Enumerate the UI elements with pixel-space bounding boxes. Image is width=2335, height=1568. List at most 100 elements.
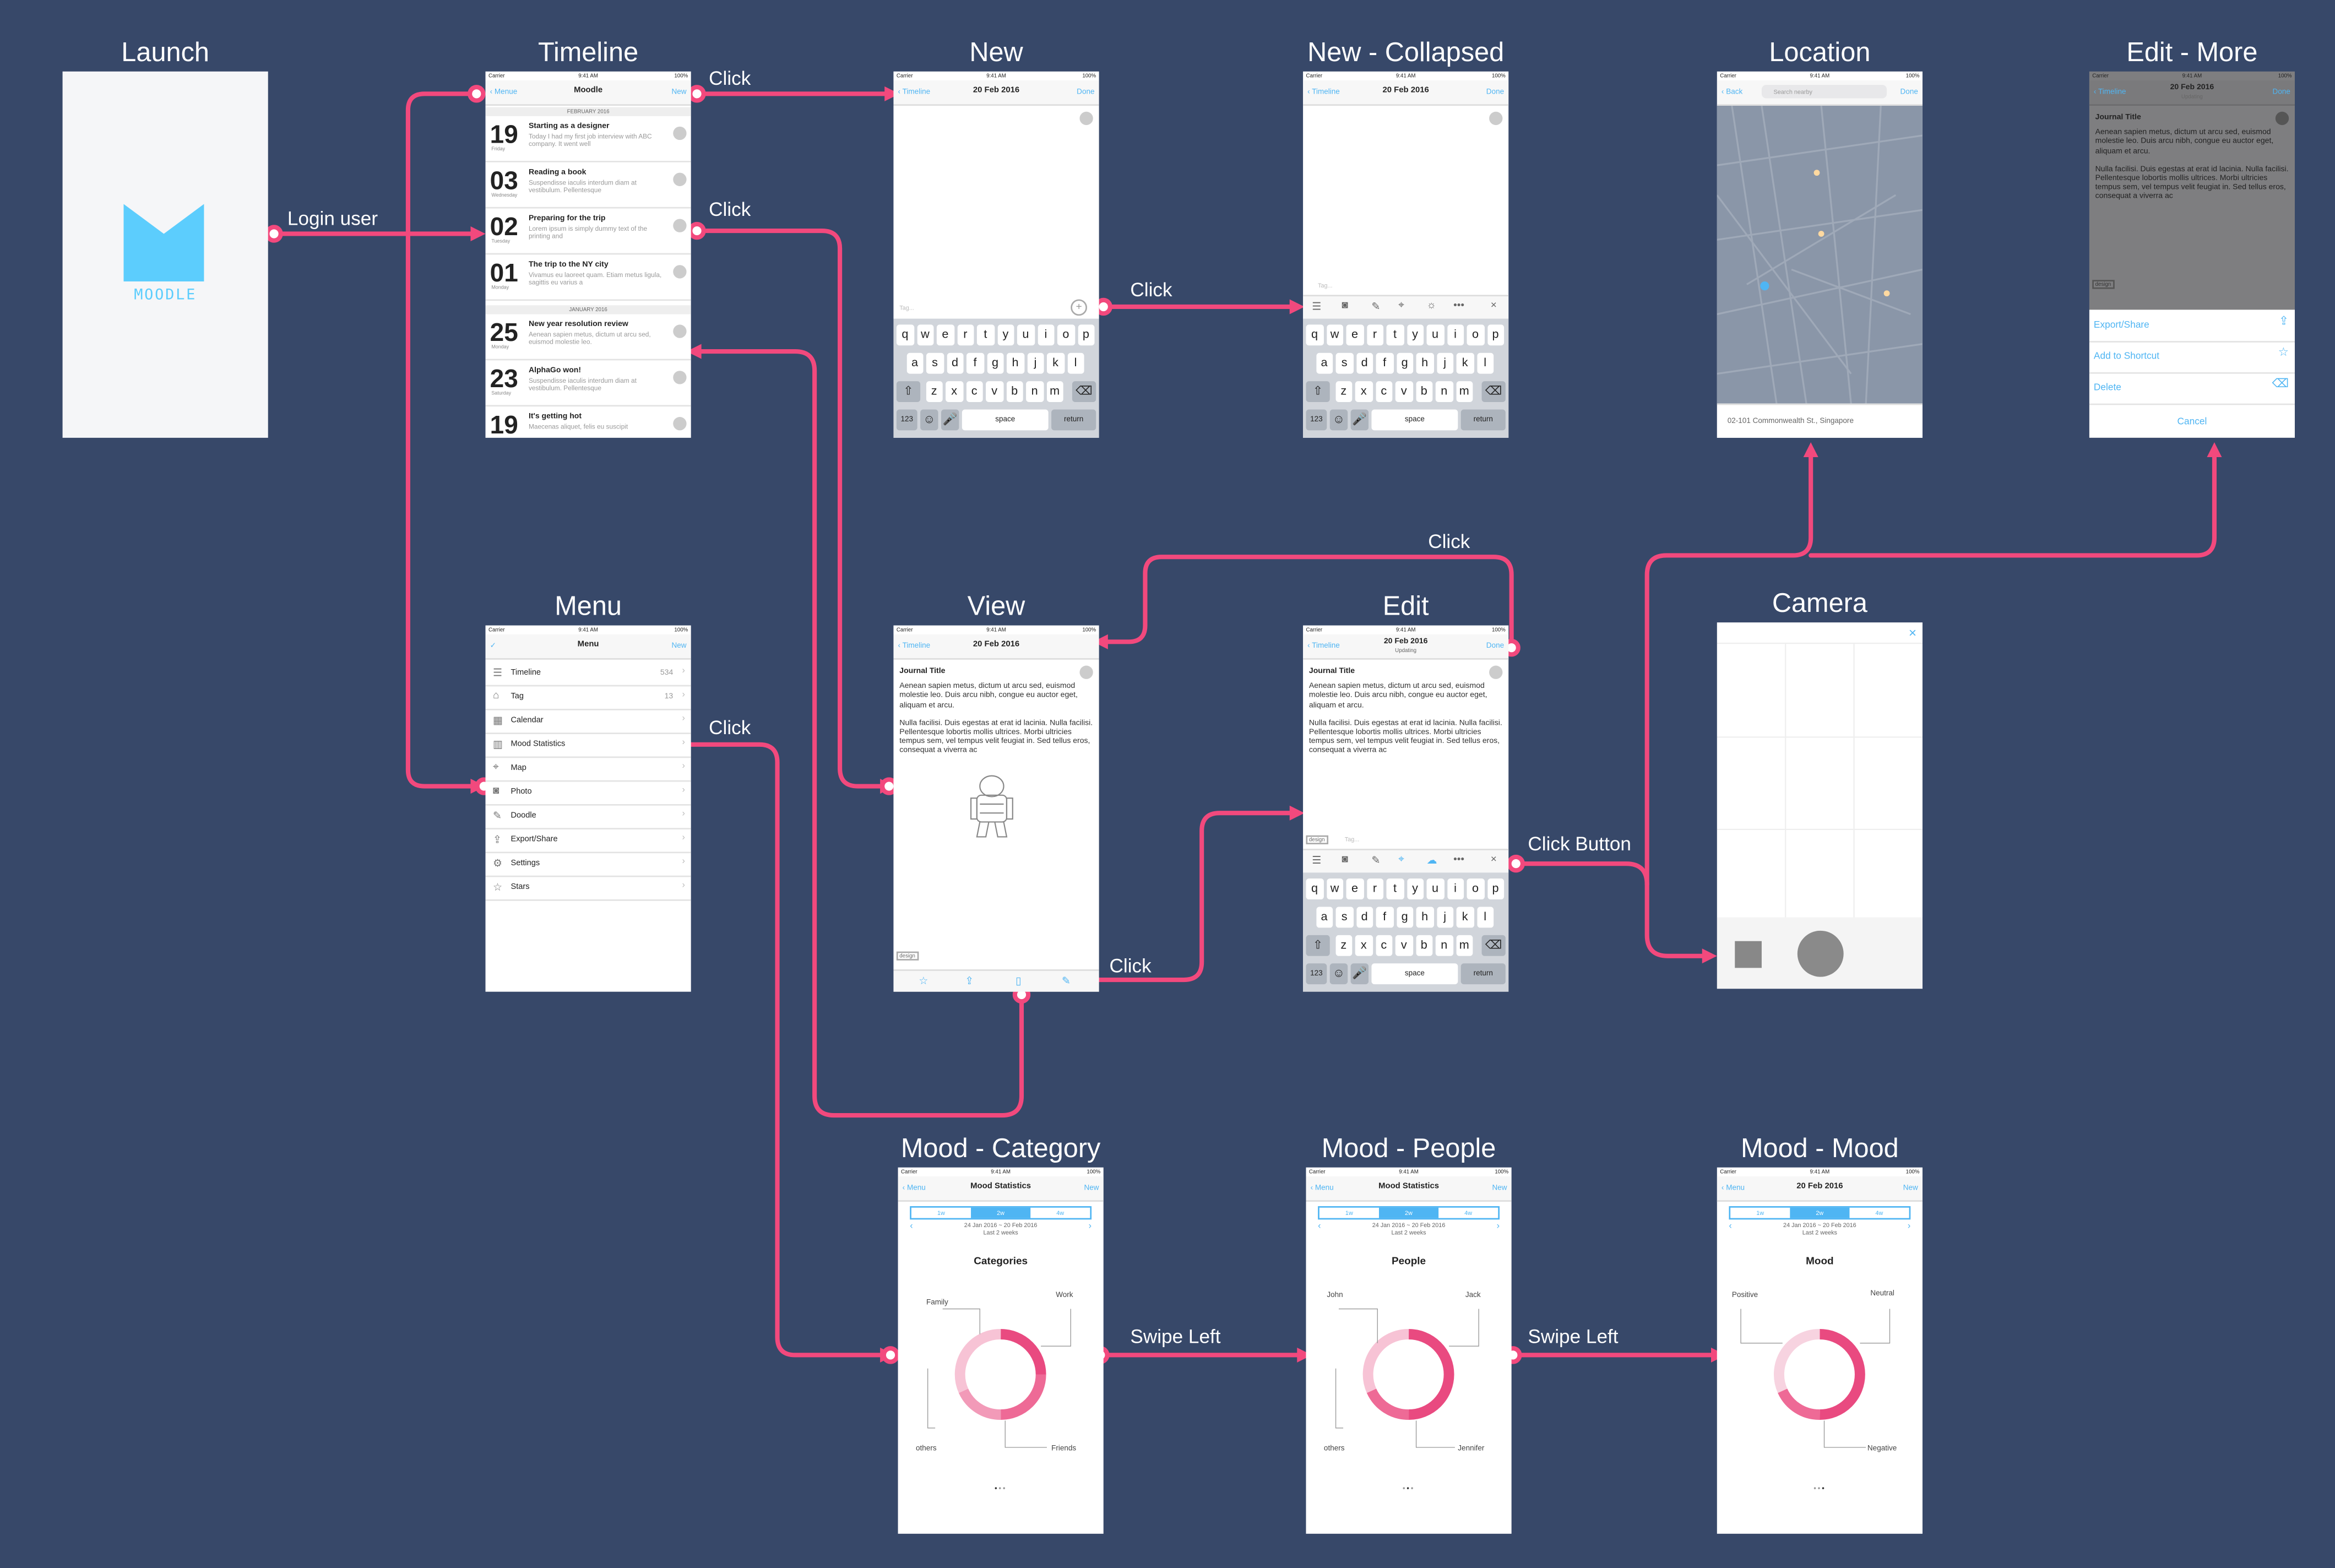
more-icon[interactable]: ••• — [1453, 301, 1465, 312]
segment-4w[interactable]: 4w — [1875, 1209, 1883, 1217]
key-m[interactable]: m — [1046, 381, 1063, 402]
key-x[interactable]: x — [1355, 381, 1372, 402]
menu-item-photo[interactable]: ◙Photo› — [485, 780, 691, 806]
key-j[interactable]: j — [1027, 352, 1044, 374]
key-q[interactable]: q — [1306, 878, 1323, 900]
done-button[interactable]: Done — [1077, 88, 1095, 97]
menu-item-calendar[interactable]: ▦Calendar› — [485, 709, 691, 734]
period-segment[interactable]: 1w 2w 4w — [910, 1206, 1092, 1220]
close-icon[interactable] — [1489, 111, 1503, 126]
key-p[interactable]: p — [1077, 324, 1095, 346]
done-button[interactable]: Done — [1900, 88, 1918, 97]
key-b[interactable]: b — [1415, 935, 1433, 956]
key-w[interactable]: w — [1326, 324, 1344, 346]
nav-back-button[interactable]: ‹ Timeline — [1307, 642, 1340, 651]
emoji-key[interactable]: ☺ — [920, 409, 938, 431]
key-f[interactable]: f — [1376, 907, 1393, 928]
shift-key[interactable]: ⇧ — [1306, 935, 1330, 956]
segment-2w[interactable]: 2w — [1790, 1207, 1850, 1218]
list-icon[interactable]: ☰ — [1312, 856, 1322, 867]
segment-4w[interactable]: 4w — [1464, 1209, 1473, 1217]
cancel-button[interactable]: Cancel — [2177, 417, 2207, 427]
key-o[interactable]: o — [1467, 324, 1484, 346]
key-s[interactable]: s — [926, 352, 944, 374]
tag-field[interactable]: Tag... — [1318, 281, 1333, 289]
map-view[interactable] — [1717, 105, 1923, 404]
menu-item-map[interactable]: ⌖Map› — [485, 756, 691, 782]
key-q[interactable]: q — [896, 324, 914, 346]
next-period-icon[interactable]: › — [1496, 1222, 1500, 1231]
journal-body[interactable]: Nulla facilisi. Duis egestas at erat id … — [2095, 165, 2289, 202]
nav-back-button[interactable]: ‹ Menue — [490, 88, 518, 97]
key-d[interactable]: d — [1356, 352, 1373, 374]
key-c[interactable]: c — [965, 381, 983, 402]
journal-body[interactable]: Aenean sapien metus, dictum ut arcu sed,… — [2095, 128, 2274, 156]
key-l[interactable]: l — [1476, 352, 1494, 374]
key-t[interactable]: t — [1386, 878, 1404, 900]
key-q[interactable]: q — [1306, 324, 1323, 346]
key-h[interactable]: h — [1416, 907, 1433, 928]
brush-icon[interactable]: ✎ — [1371, 302, 1381, 313]
journal-body[interactable]: Nulla facilisi. Duis egestas at erat id … — [1308, 719, 1502, 756]
add-to-shortcut-button[interactable]: Add to Shortcut — [2089, 341, 2295, 374]
segment-1w[interactable]: 1w — [1345, 1209, 1353, 1217]
key-o[interactable]: o — [1057, 324, 1074, 346]
tag-field[interactable]: Tag... — [1344, 835, 1360, 843]
nav-new-button[interactable]: New — [1492, 1184, 1507, 1193]
key-t[interactable]: t — [1386, 324, 1404, 346]
check-icon[interactable]: ✓ — [490, 642, 497, 651]
key-l[interactable]: l — [1476, 907, 1494, 928]
key-r[interactable]: r — [1366, 324, 1384, 346]
space-key[interactable]: space — [962, 409, 1049, 431]
done-button[interactable]: Done — [1486, 642, 1505, 651]
key-p[interactable]: p — [1487, 324, 1505, 346]
export-share-button[interactable]: Export/Share — [2089, 310, 2295, 343]
key-f[interactable]: f — [966, 352, 984, 374]
trash-icon[interactable]: ▯ — [1016, 976, 1022, 988]
collapse-icon[interactable]: × — [1490, 854, 1497, 865]
shift-key[interactable]: ⇧ — [896, 381, 921, 402]
menu-item-doodle[interactable]: ✎Doodle› — [485, 804, 691, 829]
key-j[interactable]: j — [1436, 352, 1454, 374]
nav-back-button[interactable]: ‹ Menu — [1721, 1184, 1745, 1193]
return-key[interactable]: return — [1460, 409, 1506, 431]
next-period-icon[interactable]: › — [1907, 1222, 1911, 1231]
key-y[interactable]: y — [1407, 878, 1424, 900]
menu-item-settings[interactable]: ⚙Settings› — [485, 852, 691, 877]
key-m[interactable]: m — [1456, 935, 1473, 956]
key-x[interactable]: x — [1355, 935, 1372, 956]
close-icon[interactable] — [1489, 665, 1503, 679]
close-icon[interactable] — [2275, 111, 2289, 126]
segment-4w[interactable]: 4w — [1056, 1209, 1065, 1217]
close-icon[interactable] — [1079, 111, 1093, 126]
numbers-key[interactable]: 123 — [1306, 409, 1327, 431]
key-h[interactable]: h — [1006, 352, 1024, 374]
key-z[interactable]: z — [1335, 381, 1353, 402]
star-icon[interactable]: ☆ — [919, 976, 928, 988]
nav-back-button[interactable]: ‹ Menu — [902, 1184, 926, 1193]
key-n[interactable]: n — [1435, 935, 1453, 956]
key-s[interactable]: s — [1335, 907, 1353, 928]
weather-icon[interactable]: ☁ — [1426, 856, 1437, 867]
key-k[interactable]: k — [1046, 352, 1065, 374]
close-icon[interactable] — [1079, 665, 1093, 679]
key-m[interactable]: m — [1456, 381, 1473, 402]
camera-icon[interactable]: ◙ — [1342, 854, 1348, 865]
done-button[interactable]: Done — [2272, 88, 2290, 97]
prev-period-icon[interactable]: ‹ — [910, 1222, 913, 1231]
key-y[interactable]: y — [1407, 324, 1424, 346]
key-i[interactable]: i — [1037, 324, 1055, 346]
emoji-key[interactable]: ☺ — [1329, 409, 1348, 431]
nav-new-button[interactable]: New — [1084, 1184, 1099, 1193]
key-c[interactable]: c — [1375, 381, 1393, 402]
brush-icon[interactable]: ✎ — [1371, 856, 1381, 867]
segment-1w[interactable]: 1w — [937, 1209, 945, 1217]
segment-2w[interactable]: 2w — [971, 1207, 1031, 1218]
key-u[interactable]: u — [1017, 324, 1034, 346]
list-icon[interactable]: ☰ — [1312, 302, 1322, 313]
gallery-thumbnail[interactable] — [1735, 941, 1762, 968]
